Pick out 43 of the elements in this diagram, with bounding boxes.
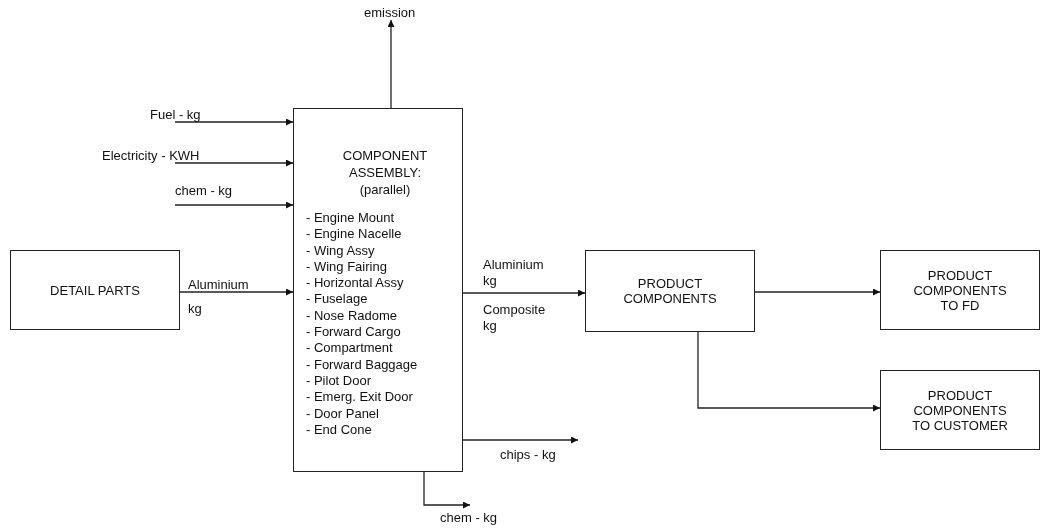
edge-label: chips - kg — [500, 447, 556, 462]
edge-label: chem - kg — [440, 510, 498, 525]
flow-label: Composite kg — [483, 302, 547, 334]
box-label: DETAIL PARTS — [50, 282, 140, 298]
list-item: - Pilot Door — [306, 372, 373, 390]
arrow — [174, 159, 294, 167]
arrow — [179, 288, 294, 296]
arrow — [754, 288, 881, 296]
arrow — [174, 201, 294, 209]
arrow — [697, 331, 881, 412]
edge-label: Electricity - KWH — [102, 148, 200, 163]
edge-label: Aluminium kg — [483, 257, 545, 289]
edge-label: Aluminium kg — [188, 276, 250, 318]
list-item: - End Cone — [306, 421, 373, 439]
arrow — [462, 436, 579, 444]
edge-label: Fuel - kg — [150, 107, 201, 122]
arrow — [387, 19, 395, 109]
list-item: - Door Panel — [306, 405, 380, 422]
list-item: - Engine Mount — [306, 210, 396, 227]
box-heading: COMPONENT ASSEMBLY: (parallel) — [341, 147, 429, 198]
box-label: PRODUCT COMPONENTS TO FD — [912, 267, 1008, 313]
list-item: - Wing Assy — [306, 242, 376, 259]
arrow — [174, 118, 294, 126]
arrow — [462, 289, 586, 297]
edge-label: chem - kg — [175, 183, 233, 198]
process-box — [880, 250, 1040, 330]
arrow — [423, 471, 471, 509]
list-item: - Wing Fairing — [306, 258, 388, 276]
list-item: - Emerg. Exit Door — [306, 389, 414, 406]
list-item: - Nose Radome — [306, 307, 399, 325]
box-label: PRODUCT COMPONENTS TO CUSTOMER — [911, 387, 1009, 433]
list-item: - Forward Baggage — [306, 356, 419, 373]
list-item: - Forward Cargo — [306, 324, 402, 341]
process-box — [880, 370, 1040, 450]
list-item: - Fuselage — [306, 291, 369, 308]
list-item: - Horizontal Assy — [306, 275, 405, 292]
process-box — [585, 250, 755, 332]
edge-label: emission — [364, 5, 416, 20]
process-box — [293, 108, 463, 472]
box-label: PRODUCT COMPONENTS — [622, 276, 718, 306]
list-item: - Engine Nacelle — [306, 226, 403, 243]
process-box — [10, 250, 180, 330]
list-item: - Compartment — [306, 340, 394, 357]
